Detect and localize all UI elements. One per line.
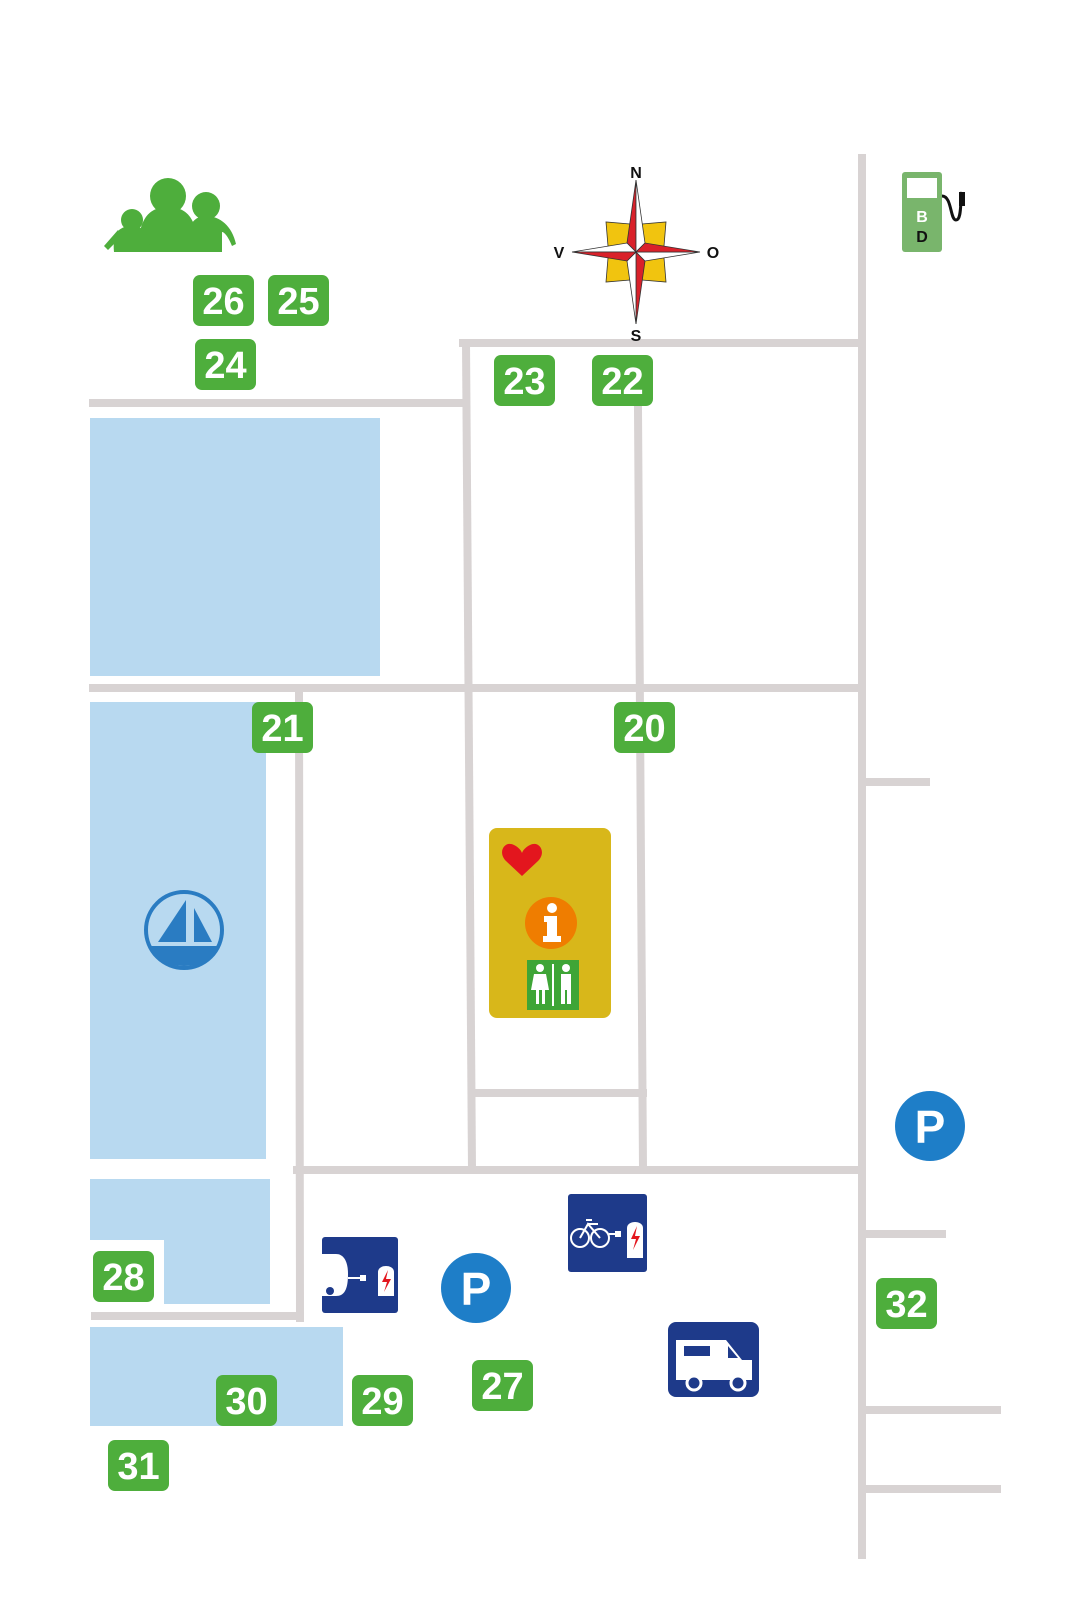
pitch-number: 22 <box>601 361 643 403</box>
pitch-badge[interactable]: 32 <box>876 1278 937 1329</box>
pitch-badge[interactable]: 31 <box>108 1440 169 1491</box>
pitch-number: 20 <box>623 708 665 750</box>
pitch-badge[interactable]: 24 <box>195 339 256 390</box>
compass-rose-icon: N S V O <box>554 165 720 345</box>
heart-icon <box>502 843 542 876</box>
fuel-letter-b: B <box>916 209 928 226</box>
fuel-letter-d: D <box>916 229 928 246</box>
parking-label: P <box>461 1263 492 1315</box>
pitch-number: 30 <box>225 1381 267 1423</box>
pitch-badge[interactable]: 21 <box>252 702 313 753</box>
sailing-icon <box>144 890 224 970</box>
camper-icon <box>668 1322 759 1397</box>
pitch-number: 31 <box>117 1446 159 1488</box>
compass-east-label: O <box>707 245 719 262</box>
pitch-badge[interactable]: 27 <box>472 1360 533 1411</box>
water-area-south-west <box>90 1179 270 1304</box>
pitch-number: 32 <box>885 1284 927 1326</box>
pitch-badge[interactable]: 26 <box>193 275 254 326</box>
water-area-north <box>90 418 380 676</box>
pitch-number: 21 <box>261 708 303 750</box>
service-panel <box>489 828 611 1018</box>
info-icon <box>525 897 577 949</box>
people-icon <box>104 178 236 252</box>
road <box>461 338 477 1175</box>
pitch-badge[interactable]: 29 <box>352 1375 413 1426</box>
pitch-number: 28 <box>102 1257 144 1299</box>
parking-icon: P <box>895 1091 965 1161</box>
toilet-icon <box>527 960 579 1010</box>
road <box>633 405 648 1175</box>
compass-north-label: N <box>630 165 642 182</box>
pitch-number: 26 <box>202 281 244 323</box>
pitch-number: 29 <box>361 1381 403 1423</box>
ebike-charging-icon <box>568 1194 647 1272</box>
pitch-number: 27 <box>481 1366 523 1408</box>
pitch-badge[interactable]: 22 <box>592 355 653 406</box>
parking-icon: P <box>441 1253 511 1323</box>
pitch-number: 24 <box>204 345 246 387</box>
pitch-number: 25 <box>277 281 319 323</box>
pitch-badge[interactable]: 23 <box>494 355 555 406</box>
pitch-badge[interactable]: 20 <box>614 702 675 753</box>
compass-south-label: S <box>631 328 642 345</box>
fuel-pump-icon: B D <box>902 172 965 252</box>
parking-label: P <box>915 1101 946 1153</box>
ev-car-charging-icon <box>322 1237 398 1313</box>
pitch-badge[interactable]: 28 <box>93 1251 154 1302</box>
compass-west-label: V <box>554 245 565 262</box>
road <box>294 687 305 1323</box>
pitch-badge[interactable]: 25 <box>268 275 329 326</box>
roads <box>89 154 1001 1559</box>
pitch-badge[interactable]: 30 <box>216 1375 277 1426</box>
pitch-number: 23 <box>503 361 545 403</box>
